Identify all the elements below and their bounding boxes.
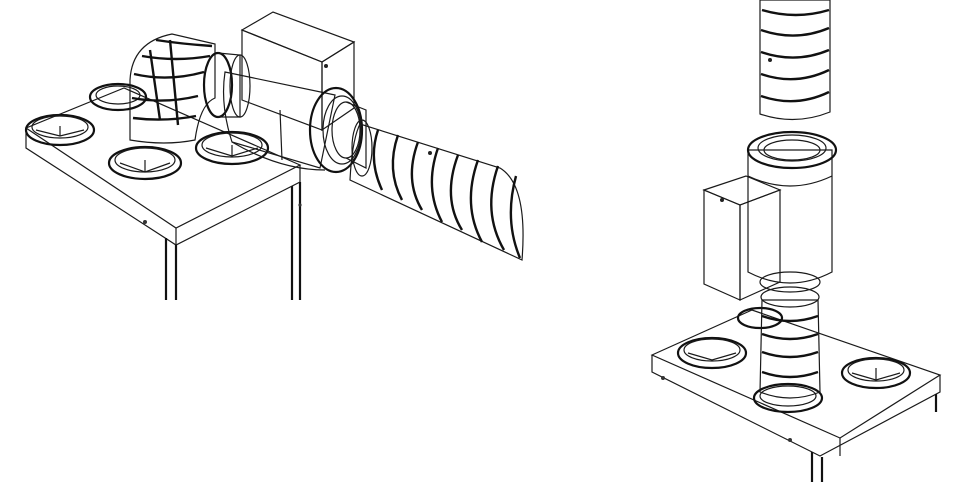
- duct-connector-collar: [202, 51, 251, 119]
- spigot-ring: [736, 306, 784, 330]
- flexible-duct-vertical-bottom: [759, 286, 821, 399]
- screw-icon: [143, 220, 147, 224]
- screw-icon: [661, 376, 665, 380]
- spigot-ring: [107, 145, 183, 181]
- flexible-duct-vertical-top: [759, 0, 831, 121]
- duct-outlet-flange: [308, 86, 367, 174]
- duct-heater-box-vertical: [702, 130, 838, 301]
- screw-icon: [324, 64, 328, 68]
- vertical-installation-panel: [650, 0, 942, 482]
- spigot-ring: [676, 336, 748, 370]
- spigot-ring: [24, 113, 96, 147]
- flexible-duct-elbow: [129, 33, 216, 144]
- spigot-ring: [194, 130, 270, 166]
- ventilation-unit-left: [24, 87, 302, 300]
- screw-icon: [720, 198, 724, 202]
- spigot-ring: [88, 82, 148, 112]
- ventilation-unit-right: [650, 309, 942, 482]
- spigot-ring: [840, 356, 912, 390]
- horizontal-installation-panel: [24, 11, 524, 300]
- flexible-duct-horizontal: [349, 119, 524, 261]
- screw-icon: [788, 438, 792, 442]
- spigot-ring: [752, 382, 824, 414]
